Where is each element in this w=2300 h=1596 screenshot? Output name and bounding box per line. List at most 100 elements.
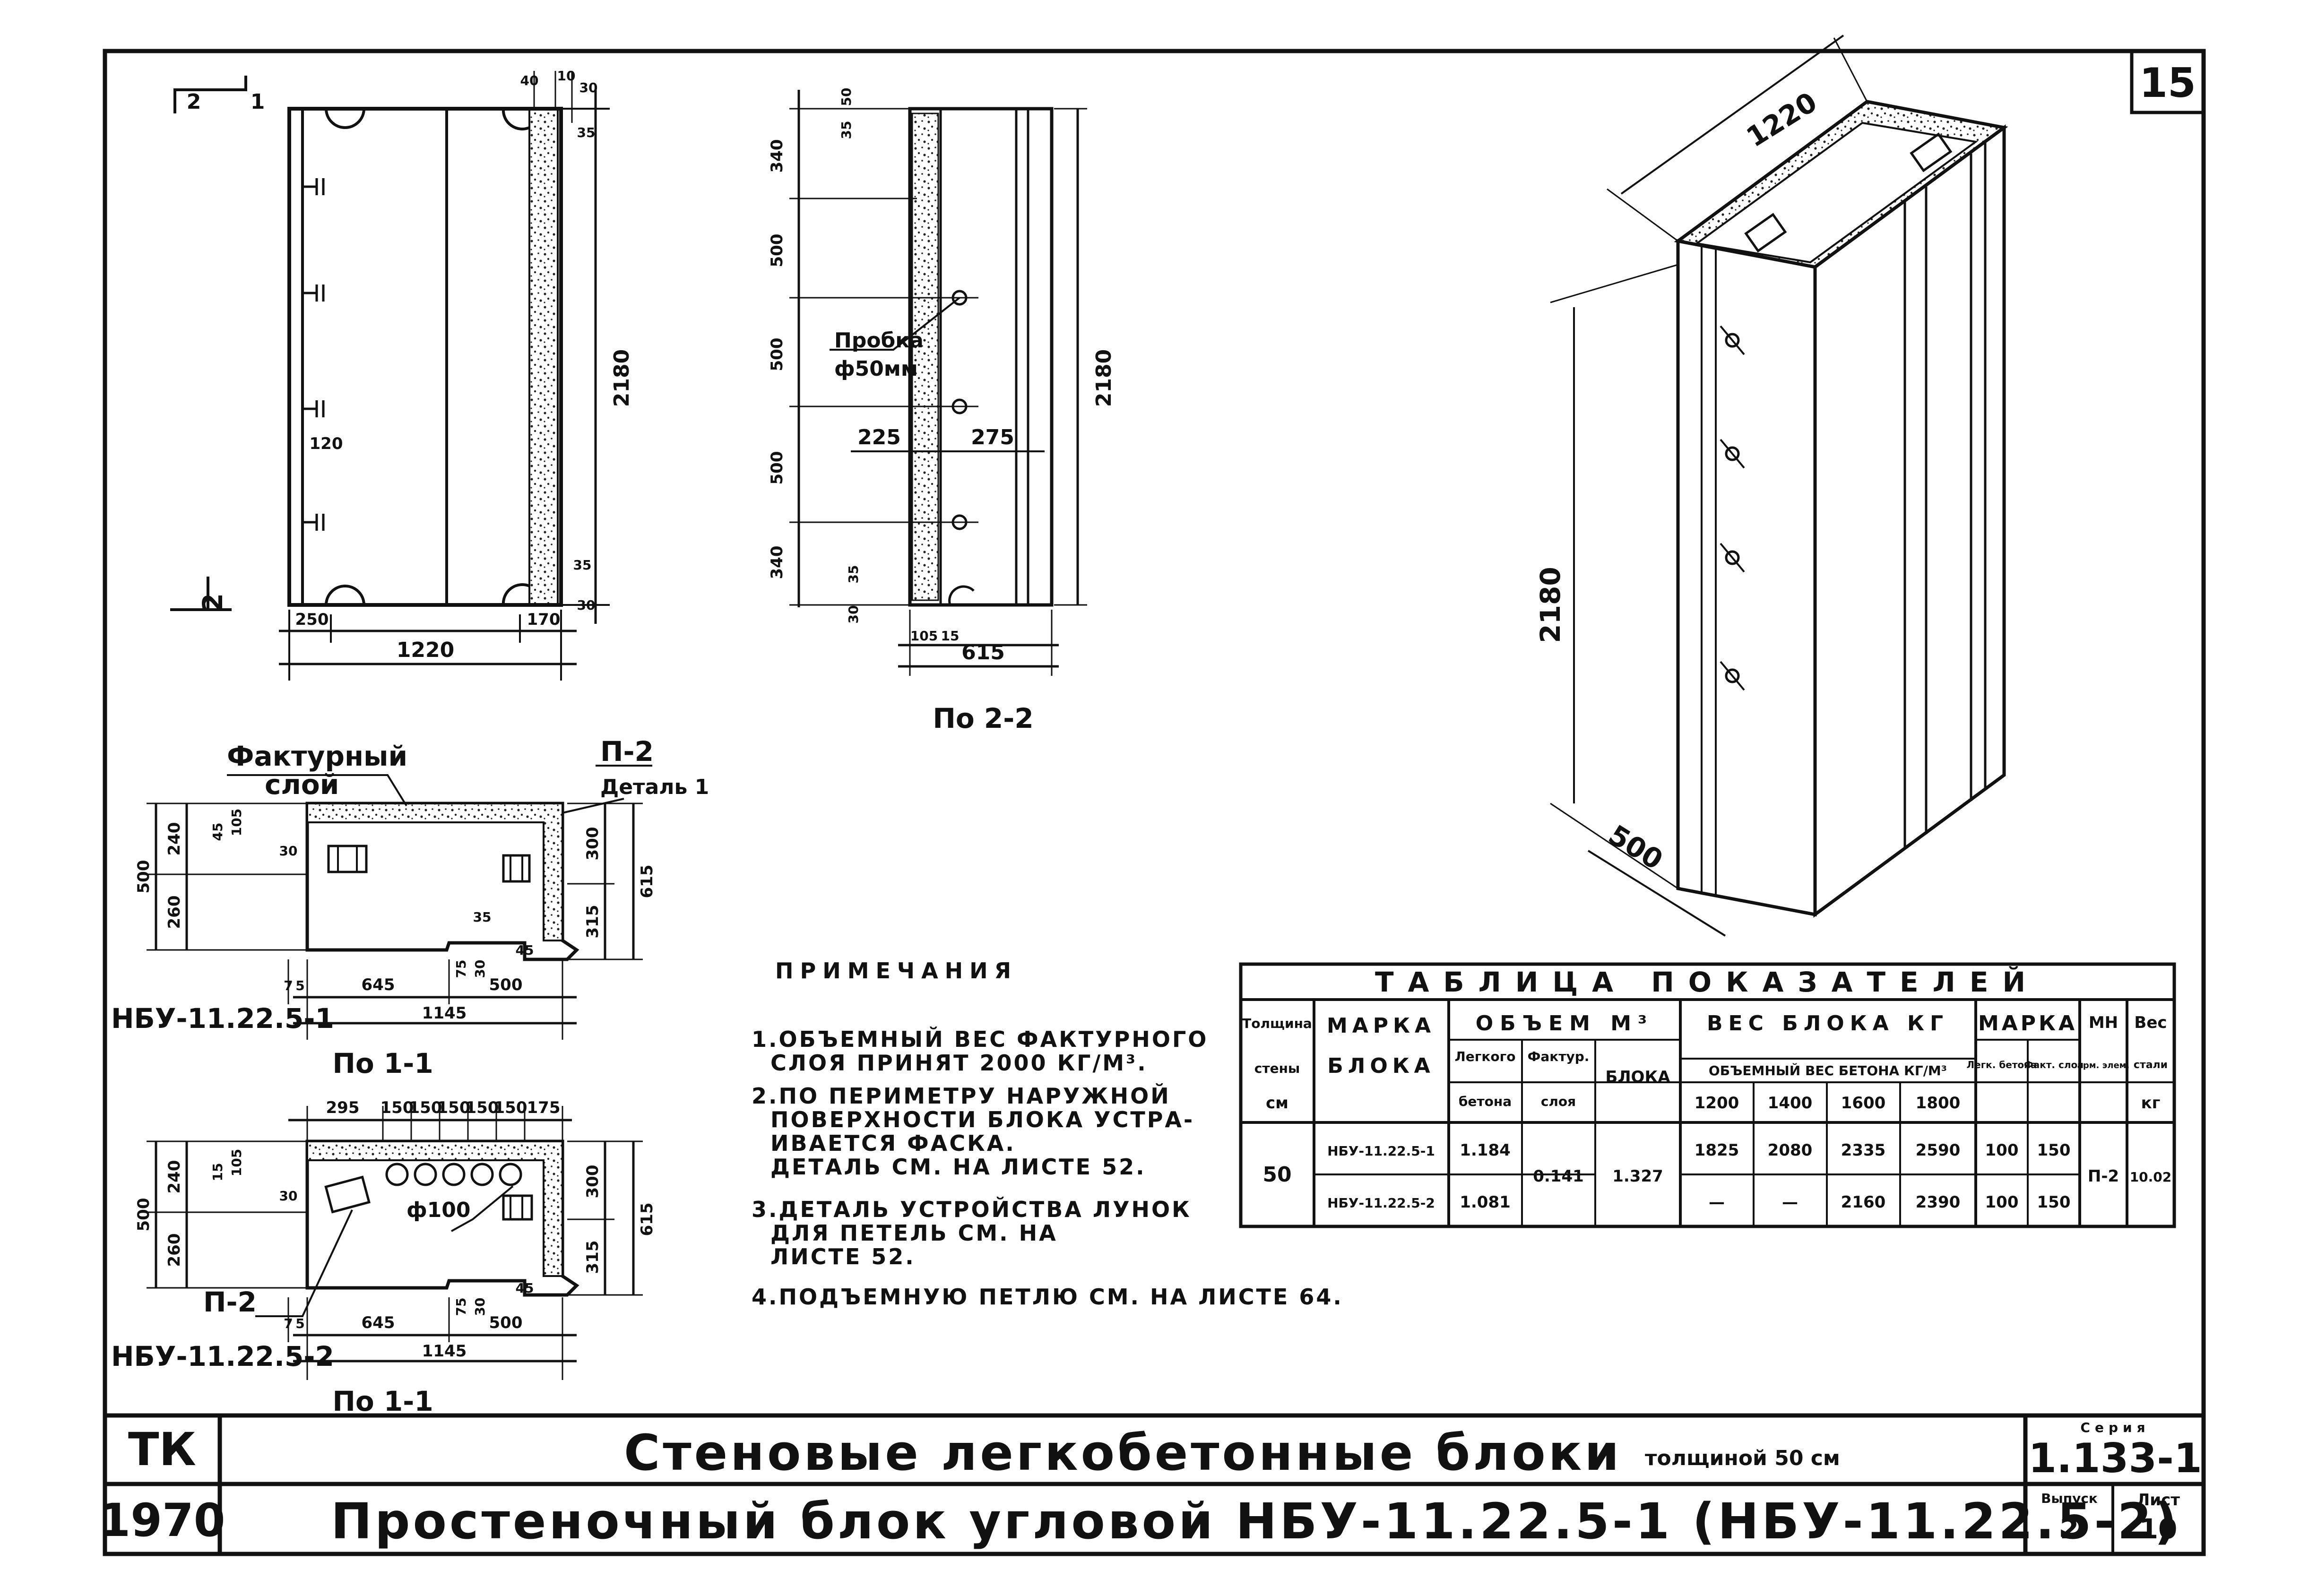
td-row2-w-2: 2160 (1841, 1193, 1886, 1212)
org-code: ТК (128, 1423, 196, 1476)
td-row1-w-2: 2335 (1841, 1141, 1886, 1160)
sec2-dim-45: 45 (516, 1280, 534, 1296)
td-row2-w-1: — (1782, 1193, 1798, 1212)
sec2-dim-75: 75 (453, 1298, 469, 1316)
notes-title: ПРИМЕЧАНИЯ (775, 958, 1018, 983)
side-dim-15: 15 (941, 628, 960, 644)
th-light-1: Легкого (1455, 1049, 1516, 1064)
td-row1-w-1: 2080 (1768, 1141, 1813, 1160)
year: 1970 (99, 1494, 225, 1547)
notes-line-7: 3.ДЕТАЛЬ УСТРОЙСТВА ЛУНОК (752, 1197, 1192, 1222)
sec2-top-dim-6: 175 (527, 1098, 561, 1117)
sec1-dim-7: 7 (284, 978, 293, 993)
notes-line-1: 1.ОБЪЕМНЫЙ ВЕС ФАКТУРНОГО (752, 1027, 1208, 1052)
notes: ПРИМЕЧАНИЯ 1.ОБЪЕМНЫЙ ВЕС ФАКТУРНОГО СЛО… (752, 958, 1343, 1310)
elev-dim-inner: 120 (310, 434, 343, 453)
sec2-dim-300: 300 (583, 1165, 602, 1199)
elev-dim-top-10: 10 (557, 68, 576, 84)
sec2-top-dim-4: 150 (466, 1098, 499, 1117)
sec1-dim-45: 45 (210, 823, 225, 841)
sec1-dim-45b: 45 (516, 942, 534, 958)
notes-line-8: ДЛЯ ПЕТЕЛЬ СМ. НА (770, 1220, 1058, 1246)
td-row2-mark: НБУ-11.22.5-2 (1327, 1195, 1435, 1211)
side-dim-275: 275 (971, 425, 1014, 449)
notes-line-3: 2.ПО ПЕРИМЕТРУ НАРУЖНОЙ (752, 1083, 1171, 1109)
sec1-layer-label-2: слой (265, 768, 339, 801)
td-v-fact: 0.141 (1533, 1167, 1584, 1186)
section-1-view (147, 765, 652, 1040)
sheet-number: 15 (2139, 60, 2196, 107)
sec2-top-dim-3: 150 (437, 1098, 471, 1117)
th-mark-2: БЛОКА (1327, 1054, 1435, 1078)
td-row1-g-light: 100 (1985, 1141, 2019, 1160)
isometric-view (1550, 35, 2008, 937)
sec2-p2-label: П-2 (203, 1286, 257, 1318)
sec1-dim-645: 645 (362, 975, 395, 994)
elev-section-mark-top-b: 1 (251, 90, 265, 114)
td-row1-w-3: 2590 (1916, 1141, 1961, 1160)
sec1-dim-300: 300 (583, 827, 602, 861)
side-view (789, 90, 1087, 676)
sec2-dim-105: 105 (229, 1149, 244, 1176)
side-dim-500-b: 500 (768, 338, 787, 371)
th-fact-1: Фактур. (1528, 1049, 1590, 1064)
th-steel-2: стали (2134, 1059, 2168, 1071)
title-sub: Простеночный блок угловой НБУ-11.22.5-1 … (331, 1492, 2180, 1550)
sheet-number-box: 15 (2130, 49, 2205, 114)
th-thickness-3: см (1266, 1094, 1288, 1113)
side-dim-615: 615 (961, 640, 1005, 664)
td-row1-mark: НБУ-11.22.5-1 (1327, 1143, 1435, 1159)
sheet-frame (103, 49, 2206, 1556)
td-arm: П-2 (2088, 1167, 2119, 1186)
sec1-dim-315: 315 (583, 905, 602, 939)
th-density-3: 1800 (1916, 1094, 1961, 1113)
elev-dim-top-40: 40 (520, 73, 539, 88)
td-row2-w-3: 2390 (1916, 1193, 1961, 1212)
sec2-dim-500: 500 (134, 1198, 153, 1232)
th-arm-1: МН (2089, 1013, 2118, 1032)
elev-dim-left-offset: 250 (295, 610, 329, 629)
td-thickness: 50 (1262, 1163, 1291, 1187)
elev-section-mark-top-a: 2 (187, 90, 201, 114)
sec2-dim-7: 7 (284, 1316, 293, 1331)
sheet-label: Лист (2136, 1491, 2180, 1510)
th-steel-3: кг (2141, 1094, 2161, 1113)
th-volume: ОБЪЕМ М³ (1476, 1011, 1654, 1035)
side-dim-bot-30: 30 (846, 605, 861, 624)
side-plug-label-1: Пробка (834, 328, 924, 353)
th-fact-2: слоя (1541, 1094, 1576, 1109)
sec2-dim-500b: 500 (489, 1313, 523, 1332)
side-dim-bot-35: 35 (846, 565, 861, 584)
sec1-dim-75: 75 (453, 960, 469, 978)
sec1-dim-500b: 500 (489, 975, 523, 994)
th-density-0: 1200 (1695, 1094, 1739, 1113)
th-weight: ВЕС БЛОКА КГ (1707, 1011, 1949, 1035)
th-mark-1: МАРКА (1327, 1014, 1435, 1038)
notes-line-10: 4.ПОДЪЕМНУЮ ПЕТЛЮ СМ. НА ЛИСТЕ 64. (752, 1284, 1343, 1310)
title-suffix: толщиной 50 см (1645, 1446, 1840, 1470)
title-main: Стеновые легкобетонные блоки (624, 1424, 1622, 1482)
elev-dim-top-35: 35 (577, 125, 596, 140)
td-row2-v-light: 1.081 (1460, 1193, 1511, 1212)
td-v-block: 1.327 (1612, 1167, 1663, 1186)
sec2-mark: НБУ-11.22.5-2 (111, 1340, 334, 1372)
series-number: 1.133-1 (2028, 1435, 2202, 1482)
td-row2-w-0: — (1709, 1193, 1725, 1212)
sec2-dim-5: 5 (295, 1316, 304, 1331)
sec2-top-dim-0: 295 (326, 1098, 360, 1117)
sec2-dim-30: 30 (279, 1188, 298, 1204)
notes-line-4: ПОВЕРХНОСТИ БЛОКА УСТРА- (770, 1107, 1194, 1132)
td-row1-v-light: 1.184 (1460, 1141, 1511, 1160)
elev-dim-bot-35: 35 (573, 557, 592, 573)
iso-dim-2180: 2180 (1534, 567, 1566, 643)
sec1-mark: НБУ-11.22.5-1 (111, 1002, 334, 1035)
sec1-p2-label: П-2 (600, 735, 654, 768)
elev-section-mark-bottom: 2 (197, 593, 229, 612)
th-grade-light: Легк. бетона (1967, 1059, 2037, 1070)
elev-dim-bot-30: 30 (577, 597, 596, 613)
sec2-dim-615: 615 (638, 1203, 657, 1236)
sec1-caption: По 1-1 (332, 1047, 433, 1079)
notes-line-6: ДЕТАЛЬ СМ. НА ЛИСТЕ 52. (770, 1154, 1146, 1180)
th-grade: МАРКА (1978, 1011, 2077, 1035)
table-title: ТАБЛИЦА ПОКАЗАТЕЛЕЙ (1375, 966, 2040, 998)
